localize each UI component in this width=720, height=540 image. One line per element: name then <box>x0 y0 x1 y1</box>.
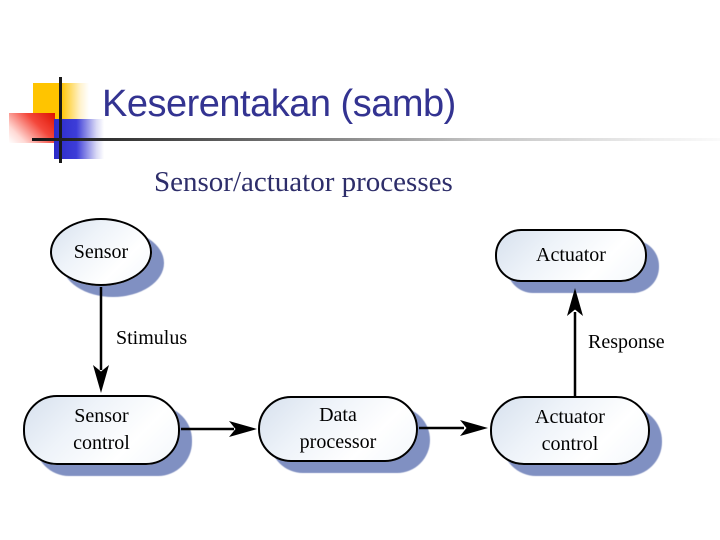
node-sensor: Sensor <box>50 218 152 286</box>
node-actuator-control: Actuator control <box>490 396 650 465</box>
node-data-processor-label: Data processor <box>299 404 377 453</box>
stimulus-arrow <box>93 287 109 393</box>
node-actuator-control-label: Actuator control <box>535 405 605 455</box>
node-actuator: Actuator <box>495 229 647 282</box>
node-sensor-control-label: Sensor control <box>73 405 130 454</box>
edge-label-response: Response <box>588 331 665 353</box>
title-underline-rule <box>32 138 720 141</box>
accent-crosshair-vertical-line <box>59 77 62 163</box>
diagram-subtitle: Sensor/actuator processes <box>154 166 453 198</box>
node-data-processor: Data processor <box>258 396 418 462</box>
data-processor-to-actuator-control-arrow <box>419 420 488 436</box>
node-sensor-label: Sensor <box>73 240 129 263</box>
edge-label-stimulus: Stimulus <box>116 327 188 349</box>
node-sensor-control: Sensor control <box>23 395 180 465</box>
node-actuator-label: Actuator <box>536 244 606 266</box>
slide-title: Keserentakan (samb) <box>102 83 456 125</box>
response-arrow <box>567 288 583 396</box>
sensor-control-to-data-processor-arrow <box>181 421 257 437</box>
